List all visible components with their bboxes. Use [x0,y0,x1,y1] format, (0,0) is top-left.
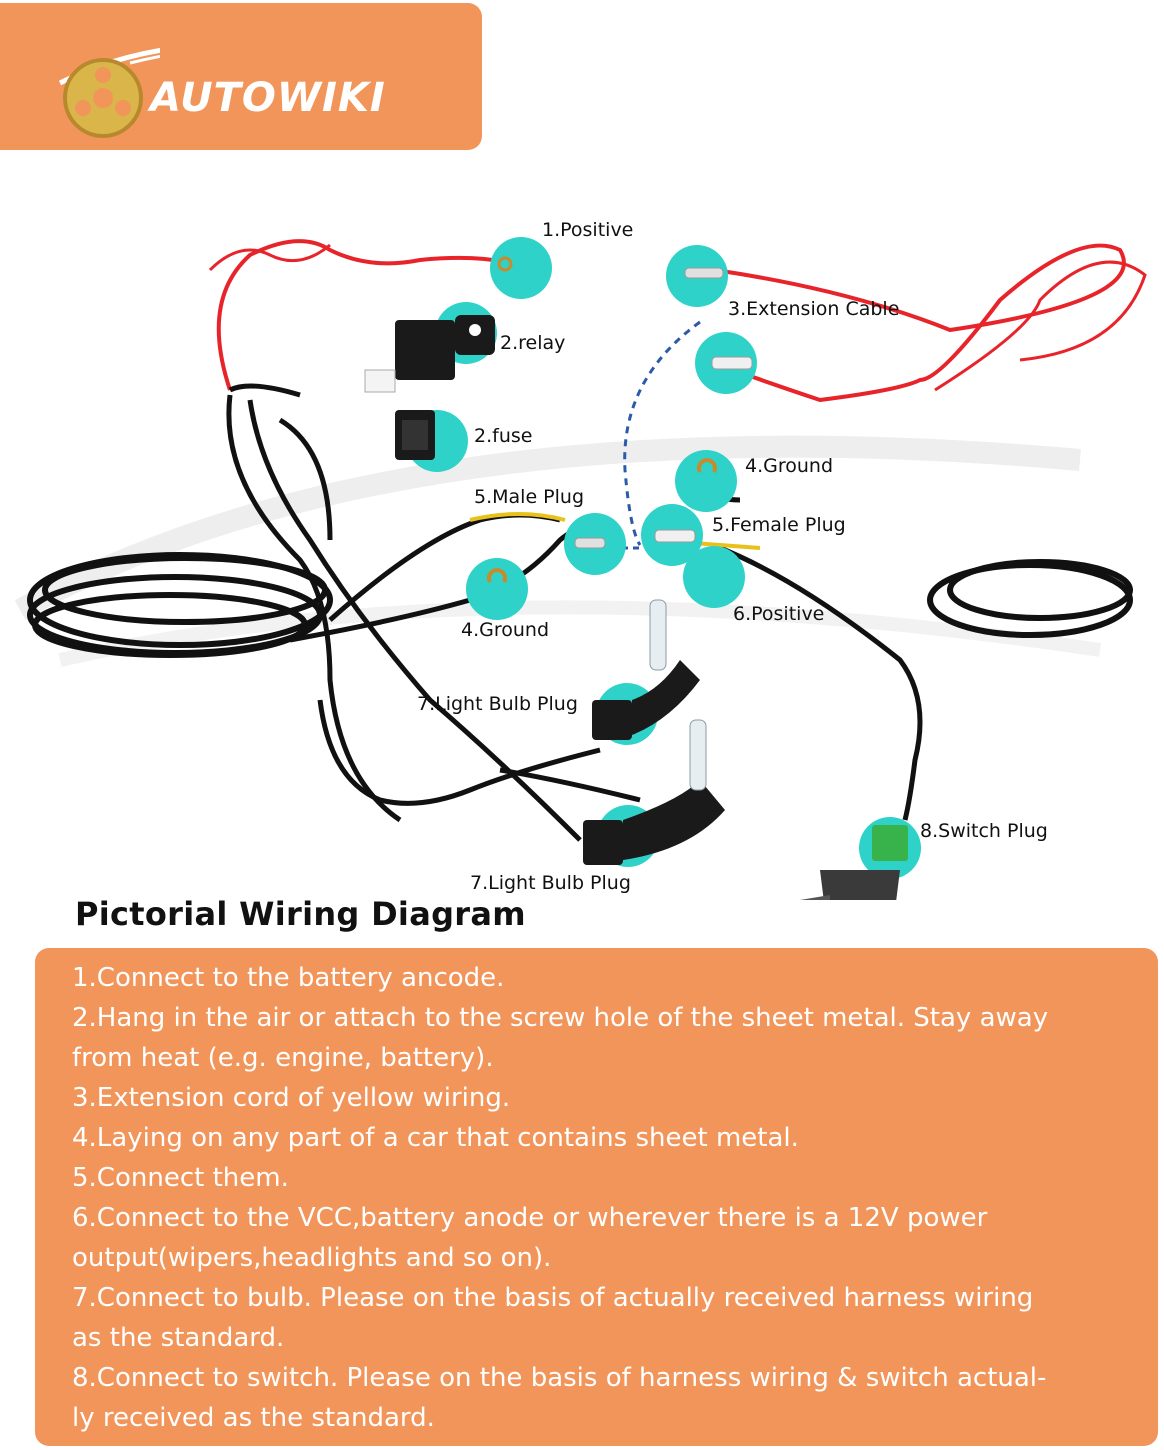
brand-logo-banner: AUTOWIKI [0,3,482,150]
instructions-panel [35,948,1158,1446]
marker-ground-left [466,558,528,620]
instruction-line: 5.Connect them. [72,1163,289,1193]
light-bulb-bottom-icon [583,719,725,865]
marker-ground-right [675,450,737,512]
harness-coil-left [27,552,333,658]
switch-plug-icon [800,825,908,900]
ring-terminal-positive [497,256,513,272]
instruction-line: 7.Connect to bulb. Please on the basis o… [72,1283,1034,1313]
label-bulb-plug-bottom: 7.Light Bulb Plug [470,872,631,894]
label-male-plug: 5.Male Plug [474,486,585,508]
fuse-holder-icon [395,410,435,460]
label-fuse: 2.fuse [474,425,533,447]
instruction-line: 3.Extension cord of yellow wiring. [72,1083,511,1113]
label-extension-cable: 3.Extension Cable [728,298,900,320]
page-title: Pictorial Wiring Diagram [75,895,526,933]
light-bulb-top-icon [592,599,700,740]
label-ground-left: 4.Ground [461,619,550,641]
red-wire-extension [714,243,1126,403]
instruction-line: 1.Connect to the battery ancode. [72,963,505,993]
label-switch-plug: 8.Switch Plug [920,820,1048,842]
instruction-line: from heat (e.g. engine, battery). [72,1043,494,1073]
marker-positive [490,237,552,299]
instruction-line: 2.Hang in the air or attach to the screw… [72,1003,1049,1033]
label-bulb-plug-top: 7.Light Bulb Plug [417,693,578,715]
brand-name: AUTOWIKI [150,75,386,121]
label-ground-right: 4.Ground [745,455,834,477]
harness-coil-right [927,559,1133,638]
instruction-line: 4.Laying on any part of a car that conta… [72,1123,799,1153]
instruction-line: 8.Connect to switch. Please on the basis… [72,1363,1047,1393]
label-female-plug: 5.Female Plug [712,514,846,536]
wheel-logo-icon [58,47,160,138]
instruction-line: 6.Connect to the VCC,battery anode or wh… [72,1203,988,1233]
instruction-line: ly received as the standard. [72,1403,435,1433]
instruction-line: output(wipers,headlights and so on). [72,1243,552,1273]
ring-terminal-ground-left [487,568,507,583]
instruction-line: as the standard. [72,1323,285,1353]
relay-icon [364,315,495,393]
marker-positive6 [683,546,745,608]
ring-terminal-ground-right [697,458,717,473]
wiring-diagram [14,237,1147,900]
label-positive-6: 6.Positive [733,603,825,625]
label-relay: 2.relay [500,332,566,354]
label-positive-1: 1.Positive [542,219,634,241]
